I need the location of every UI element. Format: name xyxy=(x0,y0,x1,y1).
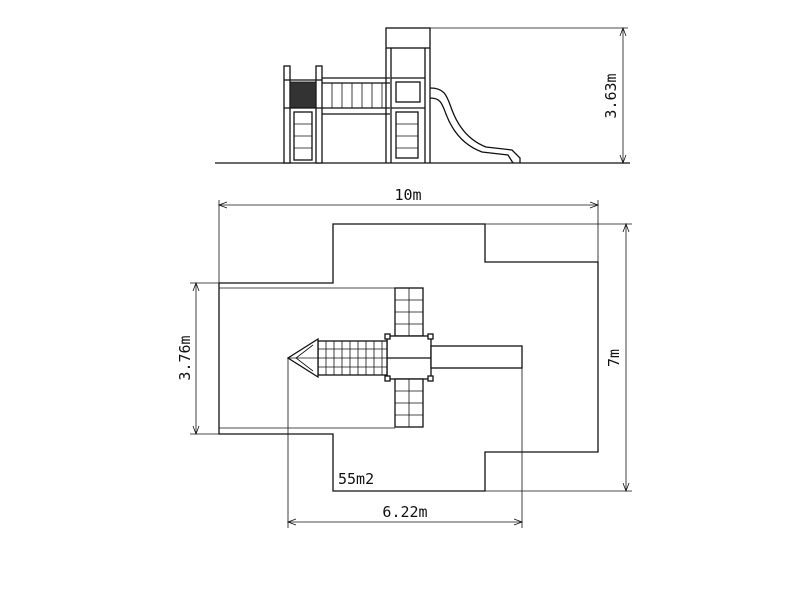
height-label: 3.63m xyxy=(602,73,620,118)
left-tower xyxy=(283,65,323,164)
area-label: 55m2 xyxy=(338,470,374,488)
equipment-plan xyxy=(286,287,523,428)
slide xyxy=(429,87,521,164)
bridge xyxy=(322,77,390,115)
dimension-width: 10m xyxy=(217,186,600,283)
dimension-equipment-length: 6.22m xyxy=(286,358,524,528)
plan-view: 10m 7m 3.76m 6.22m xyxy=(176,186,632,528)
dimension-inner-height: 3.76m xyxy=(176,281,219,436)
width-label: 10m xyxy=(394,186,421,204)
equipment-length-label: 6.22m xyxy=(382,503,427,521)
inner-height-label: 3.76m xyxy=(176,335,194,380)
main-tower xyxy=(385,27,431,163)
dimension-height: 3.63m xyxy=(430,26,628,165)
depth-label: 7m xyxy=(605,349,623,367)
dimension-depth: 7m xyxy=(485,222,632,493)
elevation-view: 3.63m xyxy=(215,26,630,165)
